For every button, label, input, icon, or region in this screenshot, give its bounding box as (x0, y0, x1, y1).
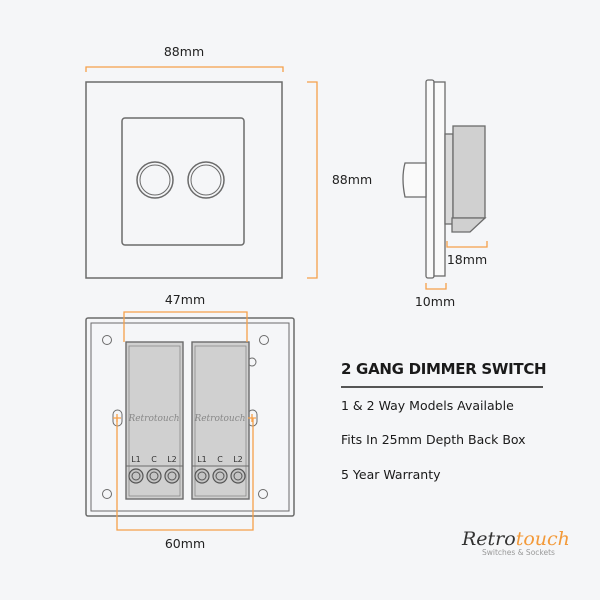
logo-part2: touch (515, 528, 570, 550)
back-dimension-lines (113, 311, 256, 531)
terminal-screw (230, 468, 246, 484)
feature-item: 5 Year Warranty (341, 467, 441, 482)
feature-item: 1 & 2 Way Models Available (341, 398, 514, 413)
terminal-label: C (151, 455, 157, 464)
logo-tagline: Switches & Sockets (482, 548, 555, 557)
side-dimension-lines (425, 241, 488, 290)
brand-logo: Retrotouch Switches & Sockets (462, 528, 582, 557)
side-module (452, 125, 486, 219)
terminal-label: L2 (167, 455, 177, 464)
dimmer-knob-1 (136, 161, 174, 199)
logo-part1: Retro (462, 528, 516, 550)
side-plate-depth-label: 10mm (415, 294, 455, 309)
module-span-label: 47mm (165, 292, 205, 307)
side-knob (402, 162, 427, 198)
fixing-span-label: 60mm (165, 536, 205, 551)
terminal-label: L1 (197, 455, 207, 464)
front-height-label: 88mm (332, 172, 372, 187)
side-plate-front (425, 79, 435, 279)
side-view (402, 79, 487, 279)
front-plate (85, 81, 283, 279)
front-dimension-lines (85, 66, 318, 279)
module-brand: Retrotouch (193, 414, 245, 424)
terminal-screw (128, 468, 144, 484)
front-inner-panel (121, 117, 245, 246)
terminal-label: L2 (233, 455, 243, 464)
terminal-screw (212, 468, 228, 484)
back-view (85, 317, 295, 517)
terminal-screw (164, 468, 180, 484)
front-width-label: 88mm (164, 44, 204, 59)
feature-item: Fits In 25mm Depth Back Box (341, 432, 526, 447)
terminal-label: C (217, 455, 223, 464)
front-view (85, 81, 283, 279)
module-brand: Retrotouch (127, 414, 179, 424)
terminal-screw (194, 468, 210, 484)
terminal-label: L1 (131, 455, 141, 464)
terminal-screw (146, 468, 162, 484)
side-module-depth-label: 18mm (447, 252, 487, 267)
dimmer-knob-2 (187, 161, 225, 199)
product-title: 2 GANG DIMMER SWITCH (341, 360, 547, 378)
back-plate (85, 317, 295, 517)
title-divider (341, 386, 543, 388)
